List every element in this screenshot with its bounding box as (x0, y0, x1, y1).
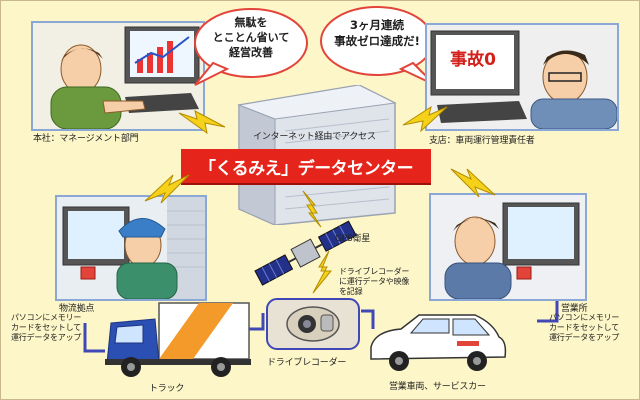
branch-illustration (427, 25, 617, 129)
logistics-illustration (57, 197, 205, 299)
head-office-panel (31, 21, 205, 131)
logistics-label: 物流拠点 (59, 304, 95, 314)
truck-icon (105, 302, 251, 377)
head-office-bubble-shape (194, 8, 308, 86)
branch-bubble-text: 3ヶ月連続 事故ゼロ達成だ! (334, 18, 420, 48)
sales-office-label: 営業所 (561, 304, 588, 314)
branch-label: 支店：車両運行管理責任者 (429, 136, 535, 146)
gps-satellite-label: GPS衛星 (335, 234, 371, 244)
sales-link-line (537, 299, 559, 323)
bolt-head-office-icon (178, 110, 226, 135)
car-icon (370, 314, 507, 371)
logistics-panel (55, 195, 207, 301)
gps-satellite-icon (254, 220, 357, 286)
recorder-note: ドライブレコーダー に運行データや映像 を記録 (339, 267, 410, 296)
head-office-label: 本社：マネージメント部門 (33, 134, 139, 144)
sales-office-note: パソコンにメモリー カードをセットして 運行データをアップ (549, 313, 620, 342)
sales-office-illustration (431, 195, 585, 299)
center-caption: インターネット経由でアクセス (253, 132, 376, 142)
bolt-logistics-icon (144, 174, 190, 204)
drive-recorder-label: ドライブレコーダー (267, 358, 347, 368)
drive-recorder-icon (266, 298, 360, 350)
logistics-note: パソコンにメモリー カードをセットして 運行データをアップ (11, 313, 82, 342)
data-center-banner: 「くるみえ」データセンター (181, 149, 431, 183)
branch-screen-text: 事故0 (450, 50, 496, 70)
branch-panel (425, 23, 619, 131)
logistics-link-line (83, 323, 105, 353)
head-office-bubble-text: 無駄を とことん省いて 経営改善 (212, 16, 290, 59)
recorder-car-line (361, 309, 375, 329)
sales-office-panel (429, 193, 587, 301)
bolt-sales-icon (450, 168, 496, 198)
truck-label: トラック (149, 384, 185, 394)
bolt-center-satellite-icon (302, 190, 322, 228)
bolt-branch-icon (402, 105, 448, 133)
car-label: 営業車両、サービスカー (389, 382, 486, 392)
bolt-satellite-recorder-icon (312, 250, 333, 294)
head-office-illustration (33, 23, 203, 129)
